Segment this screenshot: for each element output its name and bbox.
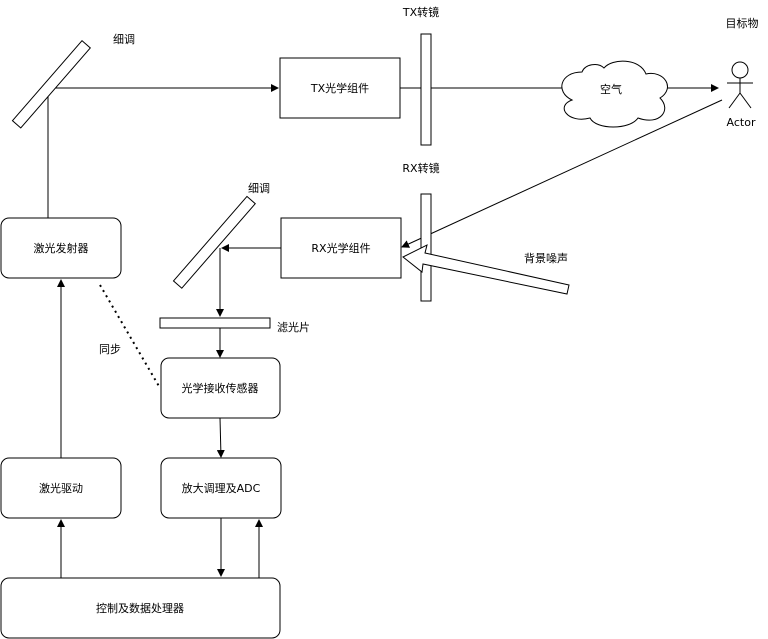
target-label: 目标物: [726, 16, 759, 30]
actor-figure: [727, 61, 753, 109]
optical-sensor-label: 光学接收传感器: [182, 381, 259, 395]
actor-label: Actor: [727, 116, 756, 129]
rx-mirror-label: RX转镜: [402, 161, 439, 175]
filter-label: 滤光片: [277, 320, 310, 334]
rx-optics-label: RX光学组件: [311, 241, 370, 255]
laser-driver-box: [0, 457, 122, 519]
fine-mirror-bottom: [172, 195, 256, 289]
background-noise-label: 背景噪声: [524, 251, 568, 265]
tx-optics-box: [279, 57, 401, 119]
tx-rotating-mirror: [420, 33, 432, 146]
tx-mirror-label: TX转镜: [402, 5, 439, 19]
sync-label: 同步: [99, 343, 121, 356]
sync-dotted-line: [99, 284, 161, 389]
arrow-actor-to-rx: [401, 99, 723, 248]
air-cloud: [561, 60, 668, 128]
fine-mirror-top: [11, 40, 92, 129]
fine-top-label: 细调: [113, 33, 135, 46]
amp-adc-label: 放大调理及ADC: [182, 481, 261, 495]
controller-box: [0, 577, 281, 639]
optical-sensor-box: [160, 357, 281, 419]
laser-emitter-label: 激光发射器: [34, 241, 89, 255]
fine-bottom-label: 细调: [248, 182, 270, 195]
optical-filter: [159, 317, 271, 329]
controller-label: 控制及数据处理器: [96, 601, 184, 615]
laser-driver-label: 激光驱动: [39, 481, 83, 495]
air-label: 空气: [600, 82, 622, 96]
arrow-sensor-to-adc: [216, 417, 225, 458]
amp-adc-box: [160, 457, 282, 519]
laser-emitter-box: [0, 217, 122, 279]
tx-optics-label: TX光学组件: [310, 81, 369, 95]
rx-optics-box: [280, 217, 402, 279]
background-noise-arrow: [402, 244, 570, 295]
